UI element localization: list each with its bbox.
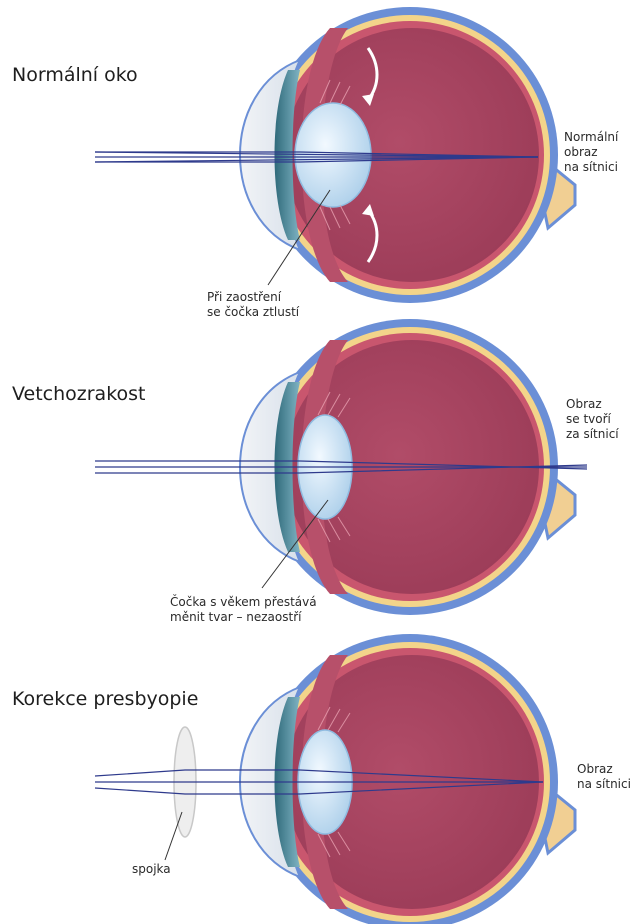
annotation-normal: Při zaostření se čočka ztlustí	[207, 290, 299, 320]
side-label-line: na sítnici	[577, 777, 631, 792]
side-label-line: se tvoří	[566, 412, 619, 427]
side-label-correction: Obraz na sítnici	[577, 762, 631, 792]
eye-normal	[95, 7, 575, 303]
side-label-line: Obraz	[577, 762, 631, 777]
title-normal-eye: Normální oko	[12, 64, 138, 86]
title-presbyopia: Vetchozrakost	[12, 383, 146, 405]
side-label-line: Obraz	[566, 397, 619, 412]
side-label-line: obraz	[564, 145, 618, 160]
side-label-line: Normální	[564, 130, 618, 145]
eye-corrected	[95, 634, 575, 924]
annotation-line: se čočka ztlustí	[207, 305, 299, 320]
annotation-line: měnit tvar – nezaostří	[170, 610, 317, 625]
side-label-normal: Normální obraz na sítnici	[564, 130, 618, 175]
eye-presbyopia	[95, 319, 587, 615]
side-label-presbyopia: Obraz se tvoří za sítnicí	[566, 397, 619, 442]
annotation-pointer	[165, 812, 182, 860]
annotation-line: spojka	[132, 862, 171, 877]
annotation-presbyopia: Čočka s věkem přestává měnit tvar – neza…	[170, 595, 317, 625]
side-label-line: na sítnici	[564, 160, 618, 175]
annotation-line: Čočka s věkem přestává	[170, 595, 317, 610]
annotation-line: Při zaostření	[207, 290, 299, 305]
annotation-correction: spojka	[132, 862, 171, 877]
side-label-line: za sítnicí	[566, 427, 619, 442]
title-correction: Korekce presbyopie	[12, 688, 198, 710]
